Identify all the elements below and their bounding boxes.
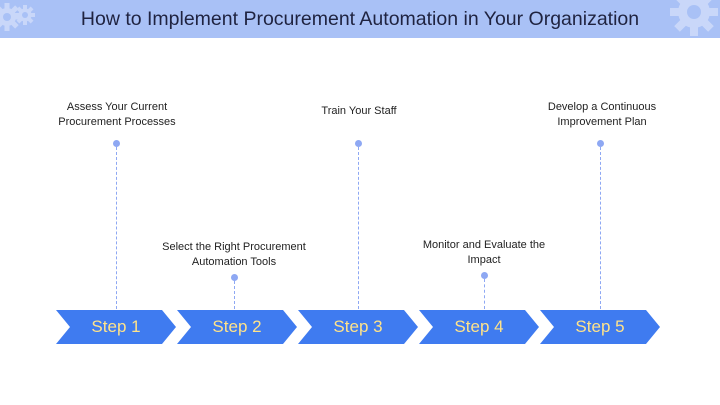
step-4-description-line: Monitor and Evaluate the <box>422 239 546 251</box>
gear-icon <box>670 0 718 36</box>
step-4-description-line: Impact <box>467 254 501 266</box>
header-banner <box>0 0 720 38</box>
step-5-description-line: Improvement Plan <box>557 116 647 128</box>
step-5-connector-line <box>600 147 601 309</box>
step-1-description: Assess Your Current Procurement Processe… <box>42 100 192 130</box>
step-2-connector-dot <box>231 274 238 281</box>
gear-icon <box>0 3 21 31</box>
step-4-arrow <box>419 310 539 344</box>
step-4-connector-line <box>484 279 485 309</box>
step-3-label: Step 3 <box>333 317 383 336</box>
step-5-description-line: Develop a Continuous <box>547 101 657 113</box>
step-1-label: Step 1 <box>91 317 141 336</box>
step-2-connector-line <box>234 281 235 309</box>
step-4-connector-dot <box>481 272 488 279</box>
step-5-arrow <box>540 310 660 344</box>
step-1-connector-line <box>116 147 117 309</box>
step-1-connector-dot <box>113 140 120 147</box>
step-3-connector-line <box>358 147 359 309</box>
step-1-arrow <box>56 310 176 344</box>
step-2-description-line: Select the Right Procurement <box>162 241 306 253</box>
step-5-description: Develop a Continuous Improvement Plan <box>522 100 682 130</box>
step-3-connector-dot <box>355 140 362 147</box>
step-4-description: Monitor and Evaluate the Impact <box>404 238 564 268</box>
step-2-description: Select the Right Procurement Automation … <box>144 240 324 270</box>
step-5-connector-dot <box>597 140 604 147</box>
step-3-description: Train Your Staff <box>284 104 434 119</box>
page-title: How to Implement Procurement Automation … <box>80 8 640 30</box>
step-1-description-line: Procurement Processes <box>58 116 176 128</box>
step-3-description-line: Train Your Staff <box>321 105 397 117</box>
gear-icon <box>15 5 35 25</box>
step-5-label: Step 5 <box>575 317 625 336</box>
step-2-label: Step 2 <box>212 317 262 336</box>
step-1-description-line: Assess Your Current <box>66 101 168 113</box>
step-3-arrow <box>298 310 418 344</box>
step-2-arrow <box>177 310 297 344</box>
step-4-label: Step 4 <box>454 317 504 336</box>
step-2-description-line: Automation Tools <box>191 256 277 268</box>
